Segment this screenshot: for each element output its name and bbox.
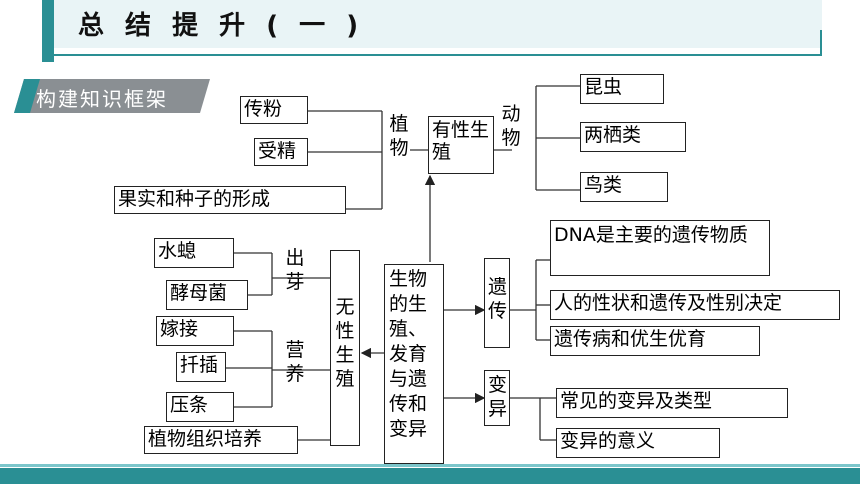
animal-item-birds: 鸟类 xyxy=(580,172,668,202)
vegetative-item-grafting: 嫁接 xyxy=(156,316,234,346)
center-topic-box: 生物的生殖、发育与遗传和变异 xyxy=(384,264,444,464)
plant-item-fruit-seed: 果实和种子的形成 xyxy=(114,186,346,214)
section-badge xyxy=(14,79,210,113)
heredity-item-dna: DNA是主要的遗传物质 xyxy=(550,220,770,276)
vegetative-item-layering: 压条 xyxy=(166,392,234,422)
animal-item-amphibians: 两栖类 xyxy=(580,122,686,152)
variation-box: 变异 xyxy=(484,370,510,426)
budding-item-yeast: 酵母菌 xyxy=(166,280,248,310)
plant-item-fertilization: 受精 xyxy=(254,138,308,166)
budding-item-hydra: 水螅 xyxy=(154,238,234,268)
header-tick xyxy=(820,30,822,56)
variation-item-significance: 变异的意义 xyxy=(556,428,720,458)
tissue-culture-box: 植物组织培养 xyxy=(144,426,298,454)
footer-accent-line xyxy=(0,464,860,467)
asexual-reproduction-box: 无性生殖 xyxy=(330,250,360,446)
plant-item-pollination: 传粉 xyxy=(240,96,308,124)
header-bar xyxy=(42,0,822,48)
header-underline xyxy=(42,54,820,56)
heredity-item-disease: 遗传病和优生优育 xyxy=(550,326,760,356)
variation-item-types: 常见的变异及类型 xyxy=(556,388,788,418)
animal-label: 动物 xyxy=(501,103,521,149)
sexual-reproduction-box: 有性生殖 xyxy=(428,116,494,174)
vegetative-label: 营养 xyxy=(285,339,305,385)
heredity-item-traits: 人的性状和遗传及性别决定 xyxy=(550,290,840,320)
animal-item-insects: 昆虫 xyxy=(580,74,664,104)
heredity-box: 遗传 xyxy=(484,258,510,348)
budding-label: 出芽 xyxy=(285,247,305,293)
vegetative-item-cutting: 扦插 xyxy=(176,352,226,382)
header-accent xyxy=(42,0,54,62)
section-badge-label: 构建知识框架 xyxy=(36,87,168,111)
plant-label: 植物 xyxy=(389,113,409,159)
page-title: 总 结 提 升 ( 一 ) xyxy=(78,11,365,41)
footer-bar xyxy=(0,468,860,484)
